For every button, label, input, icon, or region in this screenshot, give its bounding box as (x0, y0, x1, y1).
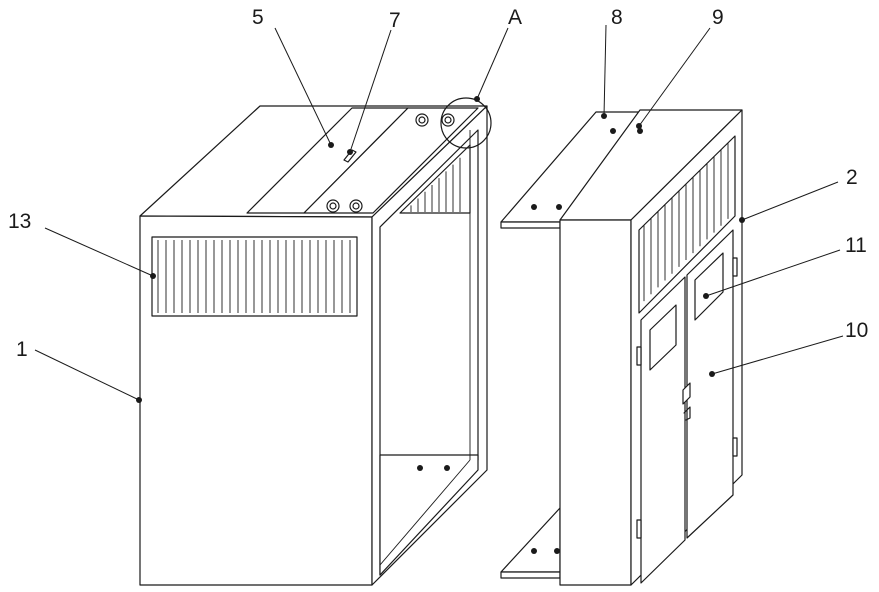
label-7: 7 (389, 9, 401, 32)
label-11: 11 (845, 234, 867, 257)
label-a: A (508, 6, 522, 29)
right-cabinet-side (560, 220, 631, 585)
label-5: 5 (252, 6, 264, 29)
label-2: 2 (846, 166, 858, 189)
label-9: 9 (712, 6, 724, 29)
right-cabinet (501, 110, 742, 585)
label-1: 1 (16, 338, 28, 361)
front-vent-13 (152, 237, 357, 316)
left-cabinet (140, 98, 491, 585)
label-10: 10 (845, 319, 868, 342)
label-8: 8 (611, 6, 623, 29)
label-13: 13 (8, 210, 31, 233)
bottom-flange (501, 508, 560, 572)
left-cabinet-floor (380, 455, 478, 575)
